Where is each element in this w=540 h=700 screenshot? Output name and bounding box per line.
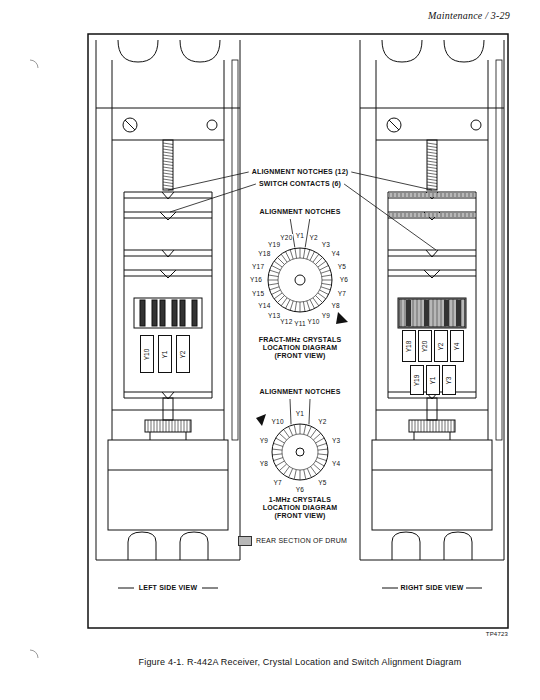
crystal-label: Y1 (429, 376, 436, 384)
crystal-position: Y4 (330, 250, 340, 257)
leader-line (170, 184, 256, 212)
callout-label: SWITCH CONTACTS (6) (259, 180, 341, 188)
crystal-box: Y1 (426, 365, 440, 395)
crystal-label: Y2 (179, 350, 186, 358)
diagram-title: 1-MHz CRYSTALS LOCATION DIAGRAM (FRONT V… (254, 496, 346, 520)
crystal-position: Y10 (271, 418, 285, 425)
crystal-label: Y10 (143, 348, 150, 360)
crystal-box: Y3 (442, 365, 456, 395)
crystal-label: Y19 (413, 374, 420, 386)
crystal-position: Y7 (337, 290, 347, 297)
crystal-position: Y12 (279, 318, 293, 325)
diagram-title: FRACT-MHz CRYSTALS LOCATION DIAGRAM (FRO… (254, 336, 346, 360)
callout-label: ALIGNMENT NOTCHES (259, 388, 340, 396)
crystal-box: Y10 (140, 335, 154, 373)
leader-line (168, 172, 249, 190)
leader-line (290, 399, 291, 424)
crystal-label: Y18 (405, 340, 412, 352)
crystal-box: Y20 (418, 330, 432, 362)
crystal-position: Y5 (317, 479, 327, 486)
crystal-position: Y2 (308, 234, 318, 241)
leader-line (309, 399, 310, 424)
figure-caption: Figure 4-1. R-442A Receiver, Crystal Loc… (139, 657, 462, 667)
leader-line (344, 184, 436, 250)
crystal-position: Y5 (337, 263, 347, 270)
crystal-box: Y18 (402, 330, 416, 362)
page-header: Maintenance / 3-29 (428, 10, 510, 22)
crystal-box: Y1 (158, 335, 172, 373)
drawing-number: TP4723 (486, 631, 508, 638)
crystal-position: Y6 (339, 276, 349, 283)
crystal-position: Y7 (272, 479, 282, 486)
legend-swatch (238, 536, 252, 546)
crystal-position: Y8 (330, 302, 340, 309)
crystal-position: Y4 (331, 460, 341, 467)
crystal-position: Y1 (295, 410, 305, 417)
crystal-position: Y9 (259, 437, 269, 444)
crystal-position: Y16 (249, 276, 263, 283)
crystal-label: Y1 (161, 350, 168, 358)
callout-label: ALIGNMENT NOTCHES (259, 208, 340, 216)
crystal-position: Y11 (293, 320, 307, 327)
callout-label: ALIGNMENT NOTCHES (12) (252, 168, 349, 176)
crystal-position: Y3 (331, 437, 341, 444)
crystal-position: Y10 (307, 318, 321, 325)
crystal-position: Y2 (317, 418, 327, 425)
view-label: LEFT SIDE VIEW (139, 584, 197, 592)
view-label: RIGHT SIDE VIEW (401, 584, 464, 592)
crystal-label: Y3 (445, 376, 452, 384)
crystal-box: Y2 (176, 335, 190, 373)
crystal-box: Y4 (450, 330, 464, 362)
crystal-label: Y2 (437, 342, 444, 350)
crystal-position: Y1 (295, 232, 305, 239)
crystal-box: Y19 (410, 365, 424, 395)
crystal-label: Y20 (421, 340, 428, 352)
crystal-label: Y4 (453, 342, 460, 350)
crystal-position: Y20 (279, 234, 293, 241)
crystal-position: Y9 (321, 312, 331, 319)
crystal-position: Y3 (321, 241, 331, 248)
crystal-position: Y14 (257, 302, 271, 309)
crystal-position: Y8 (259, 460, 269, 467)
crystal-position: Y13 (267, 312, 281, 319)
crystal-position: Y18 (257, 250, 271, 257)
crystal-position: Y17 (251, 263, 265, 270)
crystal-position: Y15 (251, 290, 265, 297)
legend-text: REAR SECTION OF DRUM (256, 537, 347, 545)
crystal-position: Y6 (295, 486, 305, 493)
leader-line (351, 172, 432, 190)
leader-line (305, 219, 310, 247)
crystal-box: Y2 (434, 330, 448, 362)
